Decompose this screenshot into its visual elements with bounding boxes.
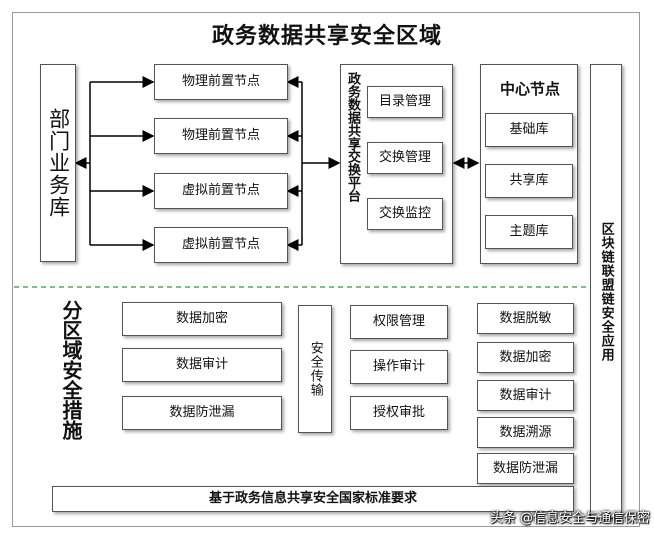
platform-catalog-management: 目录管理 bbox=[367, 86, 443, 118]
watermark-text: 头条 @信息安全与通信保密 bbox=[489, 511, 650, 526]
measure-permission-management: 权限管理 bbox=[350, 305, 448, 339]
platform-exchange-management: 交换管理 bbox=[367, 142, 443, 174]
center-shared-library: 共享库 bbox=[485, 164, 573, 198]
center-node-title: 中心节点 bbox=[499, 80, 560, 98]
measure-data-encryption-2: 数据加密 bbox=[477, 342, 574, 373]
measure-data-audit: 数据审计 bbox=[122, 348, 282, 382]
measure-data-leak-prevention: 数据防泄漏 bbox=[122, 396, 282, 430]
security-measures-title: 分区域安全措施 bbox=[59, 300, 83, 440]
center-base-library: 基础库 bbox=[485, 113, 573, 147]
measure-data-audit-2: 数据审计 bbox=[477, 380, 574, 411]
diagram-frame bbox=[12, 12, 640, 527]
measure-data-encryption: 数据加密 bbox=[122, 302, 282, 336]
measure-secure-transport: 安全传输 bbox=[298, 305, 332, 433]
department-database-box: 部门业务库 bbox=[40, 64, 76, 262]
front-node-physical-1: 物理前置节点 bbox=[154, 64, 288, 100]
diagram-title: 政务数据共享安全区域 bbox=[211, 24, 442, 49]
center-theme-library: 主题库 bbox=[485, 215, 573, 249]
measure-data-masking: 数据脱敏 bbox=[477, 303, 574, 334]
front-node-physical-2: 物理前置节点 bbox=[154, 118, 288, 154]
measure-data-leak-prevention-2: 数据防泄漏 bbox=[477, 453, 574, 484]
front-node-virtual-2: 虚拟前置节点 bbox=[154, 227, 288, 263]
measure-operation-audit: 操作审计 bbox=[350, 350, 448, 384]
measure-authorization-approval: 授权审批 bbox=[350, 396, 448, 430]
platform-exchange-monitoring: 交换监控 bbox=[367, 198, 443, 230]
measure-data-tracing: 数据溯源 bbox=[477, 417, 574, 448]
national-standard-requirement: 基于政务信息共享安全国家标准要求 bbox=[52, 486, 574, 512]
blockchain-application-box: 区块链联盟链安全应用 bbox=[590, 64, 622, 519]
exchange-platform-title: 政务数据共享交换平台 bbox=[345, 72, 360, 202]
front-node-virtual-1: 虚拟前置节点 bbox=[154, 173, 288, 209]
